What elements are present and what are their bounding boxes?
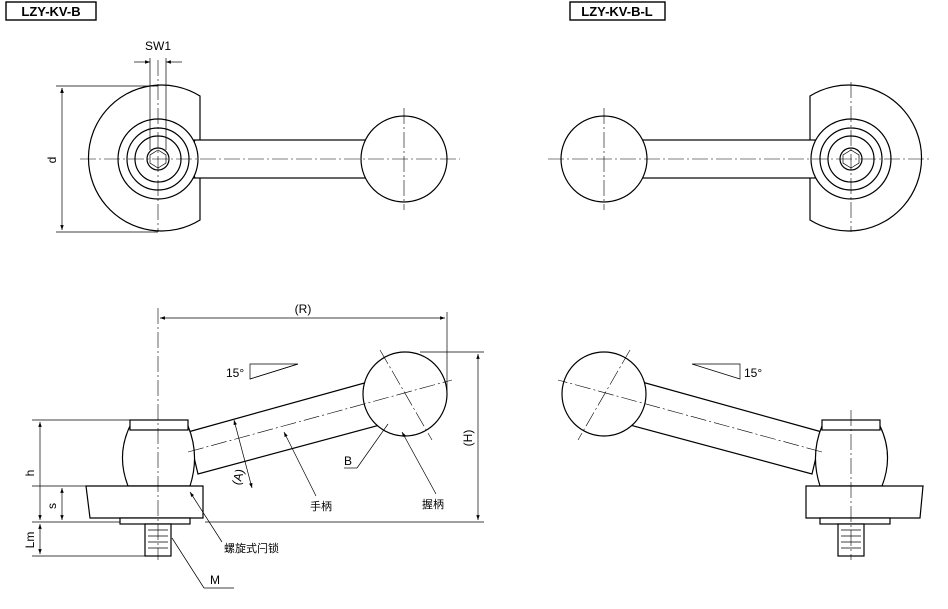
dim-sw1-label: SW1 — [145, 39, 171, 53]
angle-left-label: 15° — [226, 366, 244, 380]
dim-Lm-label: Lm — [23, 532, 37, 549]
model-label-right: LZY-KV-B-L — [569, 1, 666, 21]
callout-B-label: B — [344, 454, 352, 468]
callout-screw-lock: 螺旋式闩锁 — [189, 491, 279, 555]
callout-handle-label: 手柄 — [310, 499, 332, 513]
callout-screw-lock-label: 螺旋式闩锁 — [224, 541, 279, 555]
callout-handle: 手柄 — [283, 431, 332, 513]
dim-R: (R) — [160, 302, 448, 394]
dim-s-label: s — [45, 503, 59, 509]
model-label-right-text: LZY-KV-B-L — [581, 4, 653, 19]
dim-A: (A) — [229, 419, 253, 489]
dim-sw1: SW1 — [134, 39, 182, 150]
callout-M-label: M — [210, 573, 220, 587]
top-view-right — [548, 82, 930, 232]
dim-d-label: d — [45, 157, 59, 164]
model-label-left-text: LZY-KV-B — [21, 4, 80, 19]
dim-h-label: h — [23, 470, 37, 477]
dim-H: (H) — [205, 351, 484, 523]
angle-right: 15° — [691, 363, 762, 380]
angle-right-label: 15° — [744, 366, 762, 380]
callout-grip-label: 握柄 — [422, 497, 444, 511]
dim-R-label: (R) — [295, 302, 312, 316]
callout-B: B — [344, 423, 389, 469]
dim-H-label: (H) — [461, 430, 475, 447]
dim-h-s-Lm: h s Lm — [23, 419, 145, 557]
dim-d: d — [45, 85, 158, 233]
callout-M: M — [171, 537, 234, 589]
dim-A-label: (A) — [229, 467, 247, 486]
side-view-right — [557, 349, 924, 560]
callout-grip: 握柄 — [401, 431, 444, 511]
top-view-left — [80, 60, 460, 232]
model-label-left: LZY-KV-B — [5, 1, 97, 21]
angle-left: 15° — [226, 363, 299, 380]
